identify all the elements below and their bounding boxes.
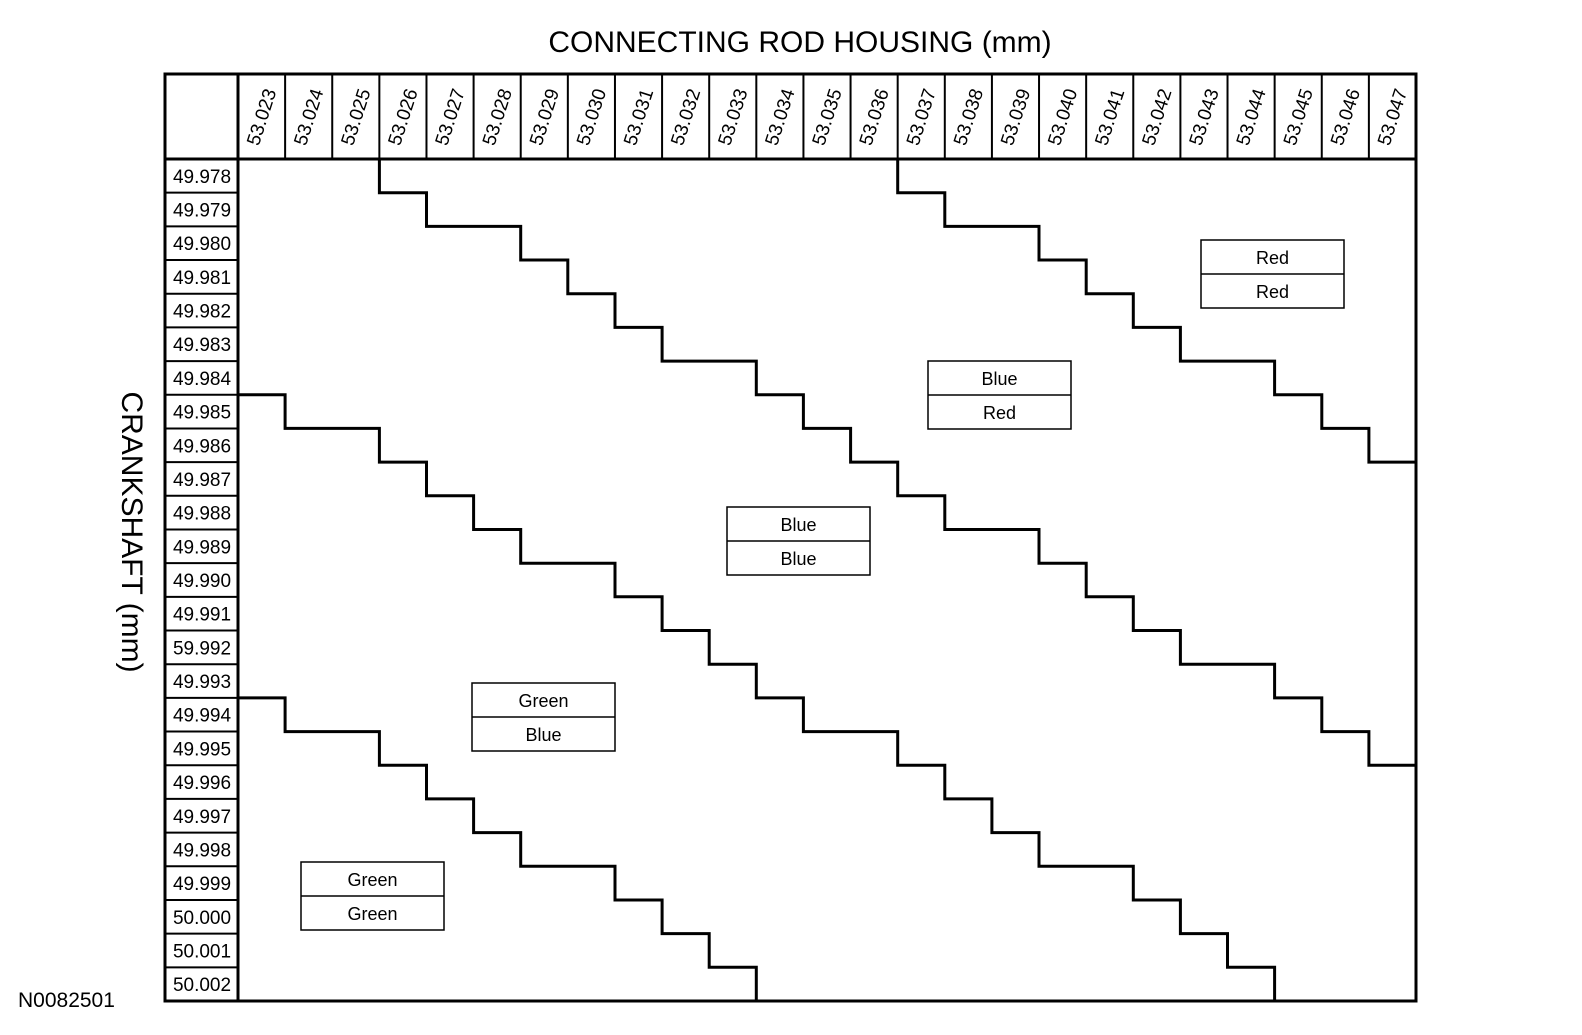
column-header: 53.028 [479,86,517,148]
row-header: 49.985 [173,403,231,424]
column-header: 53.025 [338,86,376,148]
column-header: 53.035 [809,86,847,148]
side-title: CRANKSHAFT (mm) [115,391,148,672]
column-header: 53.024 [291,86,329,148]
zone-top-color: Red [1256,248,1289,268]
row-header: 49.979 [173,201,231,222]
zone-bottom-color: Blue [525,725,561,745]
column-header: 53.030 [573,86,611,148]
row-header: 49.988 [173,504,231,525]
row-header: 49.998 [173,840,231,861]
column-header: 53.034 [762,86,800,148]
row-header: 49.986 [173,436,231,457]
zone-top-color: Blue [780,515,816,535]
row-header: 49.980 [173,234,231,255]
row-header: 49.990 [173,571,231,592]
boundary-blue-blue [238,393,1277,1001]
row-headers: 49.978 49.979 49.980 49.981 49.982 49.983 49.9… [173,167,232,996]
row-header: 49.987 [173,470,231,491]
zone-top-color: Green [518,691,568,711]
column-header: 53.045 [1280,86,1318,148]
column-header: 53.032 [667,86,705,148]
row-header: 49.995 [173,739,231,760]
boundary-green-blue [238,696,758,1001]
column-header: 53.039 [997,86,1035,148]
row-header: 49.989 [173,537,231,558]
zone-bottom-color: Red [983,403,1016,423]
column-header: 53.042 [1139,86,1177,148]
row-header: 50.000 [173,908,231,929]
row-header: 49.994 [173,706,232,727]
table-frame [163,72,1418,1003]
zone-top-color: Green [347,870,397,890]
column-header: 53.047 [1374,86,1412,148]
row-header: 49.978 [173,167,231,188]
zone-top-color: Blue [981,369,1017,389]
boundary-blue-red [377,159,1416,767]
row-header: 49.984 [173,369,232,390]
column-header: 53.027 [432,86,470,148]
row-header: 50.001 [173,942,231,963]
column-header: 53.023 [243,86,281,148]
table-grid [165,74,1416,1001]
column-header: 53.037 [903,86,941,148]
row-header: 50.002 [173,975,231,996]
row-header: 49.981 [173,268,231,289]
column-header: 53.041 [1092,86,1130,148]
column-header: 53.031 [620,86,658,148]
row-header: 49.997 [173,807,231,828]
row-header: 49.982 [173,302,231,323]
column-header: 53.043 [1186,86,1224,148]
zone-boundaries [238,159,1416,1001]
column-header: 53.033 [715,86,753,148]
boundary-red-red [896,159,1416,464]
zone-bottom-color: Red [1256,282,1289,302]
chart-title: CONNECTING ROD HOUSING (mm) [548,26,1051,59]
column-header: 53.029 [526,86,564,148]
column-header: 53.040 [1044,86,1082,148]
column-header: 53.026 [385,86,423,148]
column-header: 53.036 [856,86,894,148]
row-header: 49.983 [173,335,231,356]
row-header: 49.993 [173,672,231,693]
row-header: 49.991 [173,605,231,626]
row-header: 49.999 [173,874,231,895]
row-header: 59.992 [173,638,231,659]
zone-bottom-color: Blue [780,549,816,569]
column-header: 53.044 [1233,86,1271,148]
column-header: 53.038 [950,86,988,148]
figure-id: N0082501 [18,989,115,1012]
row-header: 49.996 [173,773,231,794]
column-header: 53.046 [1327,86,1365,148]
zone-bottom-color: Green [347,904,397,924]
